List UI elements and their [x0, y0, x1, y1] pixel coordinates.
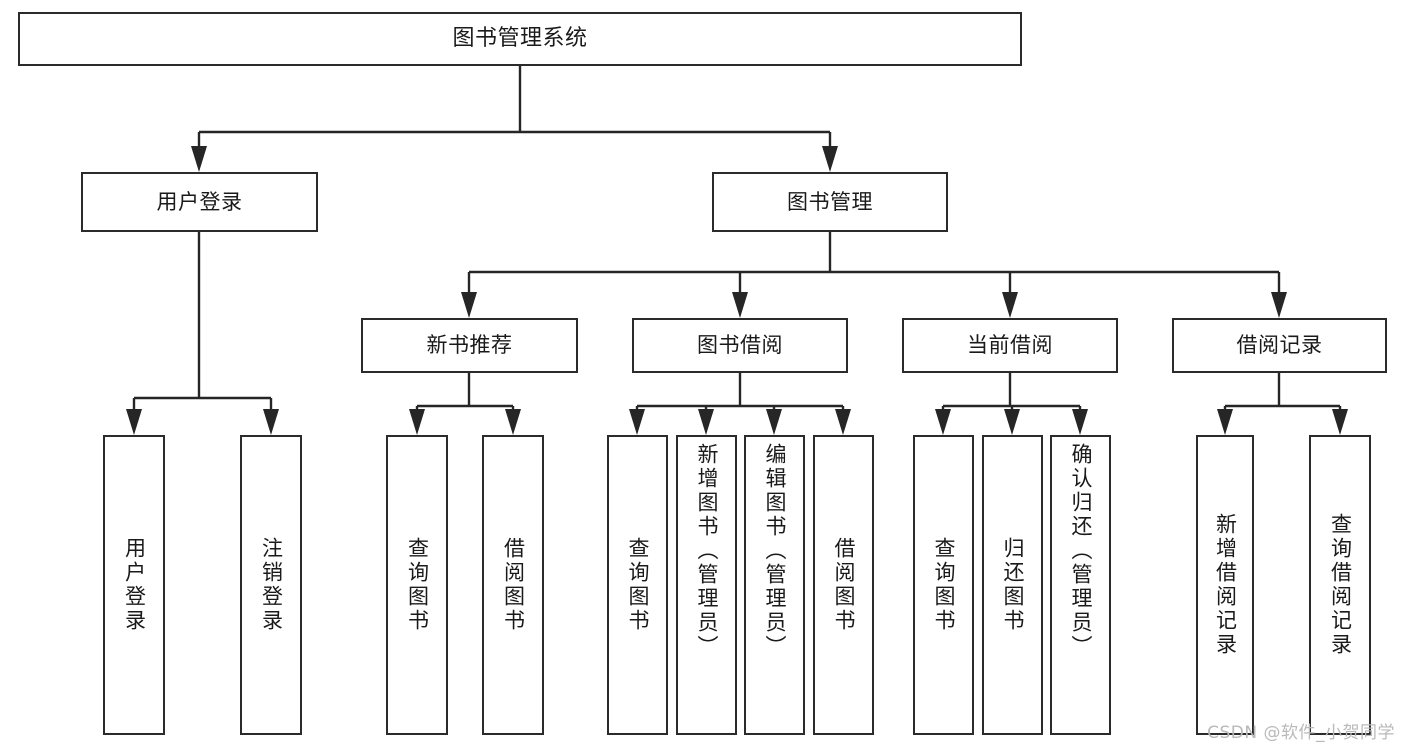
node-label: 查询图书: [626, 537, 650, 633]
node-label: 新增图书（管理员）: [695, 443, 719, 659]
leaf-add-book-admin[interactable]: 新增图书（管理员）: [676, 435, 737, 735]
edge-userlogin-to-leaves: [126, 232, 279, 435]
leaf-confirm-return-admin[interactable]: 确认归还（管理员）: [1050, 435, 1111, 735]
node-label: 查询图书: [405, 537, 430, 633]
node-label: 当前借阅: [967, 333, 1053, 358]
leaf-borrow-book-recommend[interactable]: 借阅图书: [482, 435, 544, 735]
node-label: 归还图书: [1001, 537, 1025, 633]
edge-root-to-level2: [191, 66, 838, 172]
node-label: 图书管理: [787, 189, 873, 214]
edge-newbook-to-leaves: [409, 373, 521, 435]
leaf-add-borrow-record[interactable]: 新增借阅记录: [1196, 435, 1254, 735]
node-label: 编辑图书（管理员）: [763, 443, 787, 659]
node-label: 图书管理系统: [452, 26, 588, 52]
leaf-borrow-book-borrow[interactable]: 借阅图书: [813, 435, 874, 735]
node-label: 查询借阅记录: [1328, 513, 1353, 657]
leaf-user-logout[interactable]: 注销登录: [240, 435, 302, 735]
node-label: 查询图书: [932, 537, 956, 633]
node-new-book-recommend[interactable]: 新书推荐: [361, 318, 578, 373]
node-label: 借阅图书: [832, 537, 856, 633]
node-label: 新增借阅记录: [1213, 513, 1238, 657]
node-label: 图书借阅: [697, 333, 783, 358]
node-label: 用户登录: [156, 189, 243, 214]
edge-bookborrow-to-leaves: [629, 373, 851, 435]
node-label: 确认归还（管理员）: [1069, 443, 1093, 659]
edge-borrowrecord-to-leaves: [1217, 373, 1348, 435]
node-label: 新书推荐: [426, 333, 513, 358]
node-user-login[interactable]: 用户登录: [81, 172, 318, 232]
node-label: 用户登录: [122, 537, 147, 633]
node-book-management[interactable]: 图书管理: [712, 172, 948, 232]
leaf-query-book-recommend[interactable]: 查询图书: [386, 435, 448, 735]
leaf-user-login[interactable]: 用户登录: [103, 435, 165, 735]
leaf-query-borrow-record[interactable]: 查询借阅记录: [1309, 435, 1371, 735]
node-root-book-management-system[interactable]: 图书管理系统: [18, 12, 1022, 66]
leaf-edit-book-admin[interactable]: 编辑图书（管理员）: [744, 435, 805, 735]
node-label: 借阅图书: [501, 537, 526, 633]
node-label: 注销登录: [259, 537, 284, 633]
node-borrow-record[interactable]: 借阅记录: [1172, 318, 1387, 373]
leaf-return-book[interactable]: 归还图书: [982, 435, 1043, 735]
leaf-query-book-borrow[interactable]: 查询图书: [607, 435, 668, 735]
edge-currentborrow-to-leaves: [935, 373, 1088, 435]
leaf-query-book-current[interactable]: 查询图书: [913, 435, 974, 735]
edge-bookmanage-to-level3: [461, 232, 1287, 318]
node-book-borrow[interactable]: 图书借阅: [632, 318, 848, 373]
node-label: 借阅记录: [1236, 333, 1323, 358]
node-current-borrow[interactable]: 当前借阅: [902, 318, 1118, 373]
